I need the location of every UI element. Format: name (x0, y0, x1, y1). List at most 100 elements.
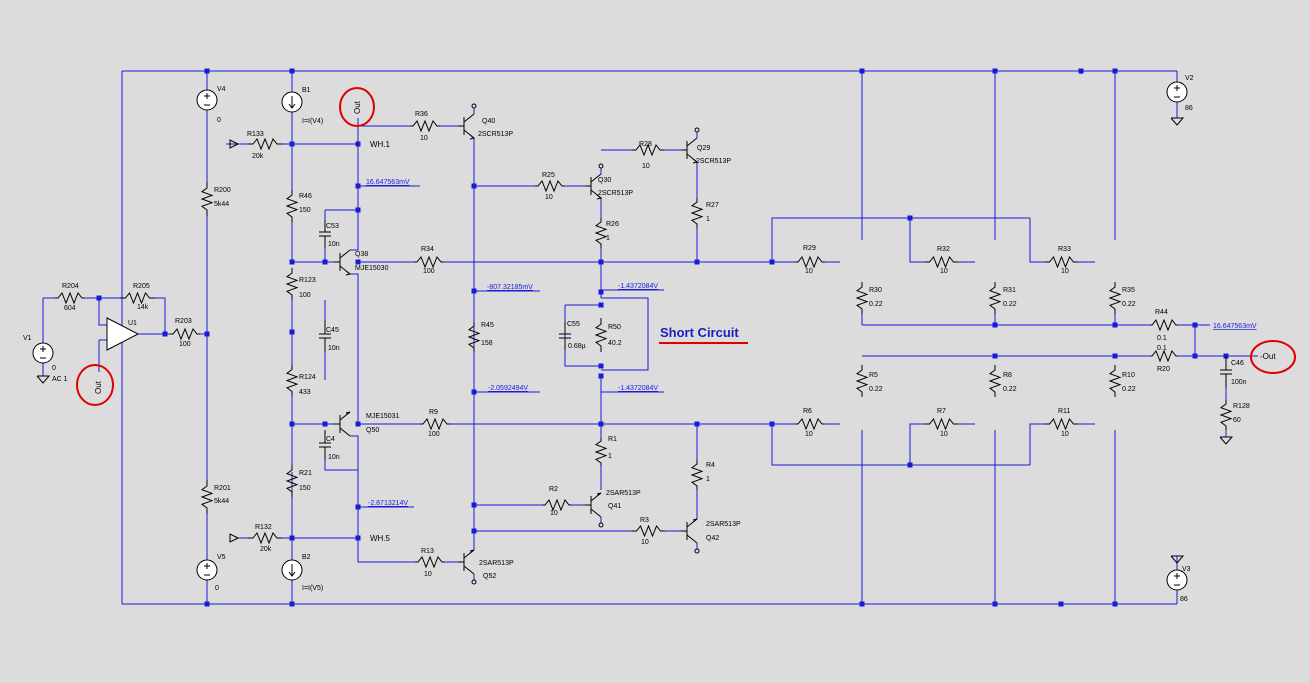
label-r29-name: R29 (803, 245, 816, 252)
voltage-source-v2[interactable] (1166, 81, 1188, 103)
resistor-r27[interactable] (690, 198, 704, 228)
transistor-q29[interactable] (681, 137, 699, 164)
capacitor-c46[interactable] (1220, 356, 1232, 388)
label-r10-name: R10 (1122, 372, 1135, 379)
resistor-r46[interactable] (285, 190, 299, 222)
capacitor-c53[interactable] (319, 220, 331, 248)
resistor-r123[interactable] (285, 268, 299, 300)
current-source-b2[interactable] (281, 559, 303, 581)
resistor-r11[interactable] (1045, 417, 1078, 431)
resistor-r13[interactable] (415, 555, 445, 569)
resistor-r205[interactable] (120, 291, 155, 305)
label-r26-value: 1 (606, 235, 610, 242)
label-b2-name: B2 (302, 554, 311, 561)
resistor-r35[interactable] (1108, 282, 1122, 314)
resistor-r8[interactable] (988, 365, 1002, 397)
transistor-q50[interactable] (334, 411, 351, 437)
resistor-r36[interactable] (410, 119, 440, 133)
label-q42-name: Q42 (706, 535, 719, 542)
label-r123-name: R123 (299, 277, 316, 284)
resistor-r34[interactable] (414, 255, 444, 269)
resistor-r5[interactable] (855, 365, 869, 397)
resistor-r124[interactable] (285, 365, 299, 396)
resistor-r44[interactable] (1150, 318, 1178, 332)
resistor-r1[interactable] (594, 438, 608, 466)
resistor-r133[interactable] (248, 137, 282, 151)
label-r20-name: R20 (1157, 366, 1170, 373)
label-r204-name: R204 (62, 283, 79, 290)
short-circuit-title: Short Circuit (660, 325, 739, 340)
label-r201-value: 5k44 (214, 498, 229, 505)
label-r3-name: R3 (640, 517, 649, 524)
label-r27-value: 1 (706, 216, 710, 223)
resistor-r132[interactable] (248, 531, 282, 545)
resistor-r203[interactable] (170, 327, 200, 341)
transistor-q52[interactable] (458, 549, 475, 575)
voltage-label-q50-collector: -2.8713214V (368, 500, 408, 507)
label-v3-value: 86 (1180, 596, 1188, 603)
resistor-r20[interactable] (1150, 349, 1178, 363)
resistor-r6[interactable] (795, 417, 825, 431)
transistor-q41[interactable] (585, 492, 602, 518)
label-r11-value: 10 (1061, 431, 1069, 438)
voltage-source-v5[interactable] (196, 559, 218, 581)
resistor-r25[interactable] (535, 179, 565, 193)
transistor-q30[interactable] (585, 173, 603, 200)
resistor-r204[interactable] (55, 291, 85, 305)
resistor-r45[interactable] (467, 322, 481, 352)
voltage-source-v1[interactable] (32, 342, 54, 364)
resistor-r200[interactable] (200, 182, 214, 216)
capacitor-c4[interactable] (319, 430, 331, 460)
resistor-r31[interactable] (988, 282, 1002, 314)
voltage-source-v4[interactable] (196, 89, 218, 111)
transistor-q42[interactable] (681, 518, 698, 544)
resistor-r7[interactable] (925, 417, 958, 431)
resistor-r32[interactable] (925, 255, 958, 269)
label-r2-value: 10 (550, 510, 558, 517)
label-q41-name: Q41 (608, 503, 621, 510)
resistor-r2[interactable] (542, 498, 572, 512)
voltage-source-v3[interactable] (1166, 569, 1188, 591)
resistor-r4[interactable] (690, 460, 704, 490)
label-r128-name: R128 (1233, 403, 1250, 410)
label-r7-name: R7 (937, 408, 946, 415)
resistor-r30[interactable] (855, 282, 869, 314)
label-r5-value: 0.22 (869, 386, 883, 393)
resistor-r50[interactable] (594, 318, 608, 352)
capacitor-c45[interactable] (319, 320, 331, 352)
resistor-r21[interactable] (285, 465, 299, 497)
label-r27-name: R27 (706, 202, 719, 209)
resistor-r26[interactable] (594, 218, 608, 248)
label-r5-name: R5 (869, 372, 878, 379)
resistor-r3[interactable] (632, 524, 665, 538)
resistor-r128[interactable] (1219, 400, 1233, 430)
resistor-r9[interactable] (420, 417, 450, 431)
label-r32-name: R32 (937, 246, 950, 253)
label-r31-name: R31 (1003, 287, 1016, 294)
resistor-r201[interactable] (200, 480, 214, 514)
label-q29-value: 2SCR513P (696, 158, 731, 165)
label-r124-name: R124 (299, 374, 316, 381)
opamp-u1[interactable] (106, 317, 140, 351)
label-b1-name: B1 (302, 87, 311, 94)
annotation-circle-out-right (1250, 340, 1296, 374)
label-r6-name: R6 (803, 408, 812, 415)
label-r34-name: R34 (421, 246, 434, 253)
label-r46-name: R46 (299, 193, 312, 200)
label-r2-name: R2 (549, 486, 558, 493)
capacitor-c55[interactable] (559, 322, 571, 350)
transistor-q38[interactable] (334, 249, 352, 276)
net-label-out-left: Out (94, 380, 103, 394)
label-v1-value: 0 (52, 365, 56, 372)
resistor-r10[interactable] (1108, 365, 1122, 397)
label-r25-value: 10 (545, 194, 553, 201)
resistor-r29[interactable] (795, 255, 825, 269)
label-r8-value: 0.22 (1003, 386, 1017, 393)
resistor-r28[interactable] (632, 143, 664, 157)
resistor-r33[interactable] (1045, 255, 1078, 269)
label-r205-value: 14k (137, 304, 149, 311)
label-b2-value: I=I(V5) (302, 585, 323, 592)
transistor-q40[interactable] (458, 113, 476, 140)
current-source-b1[interactable] (281, 91, 303, 113)
